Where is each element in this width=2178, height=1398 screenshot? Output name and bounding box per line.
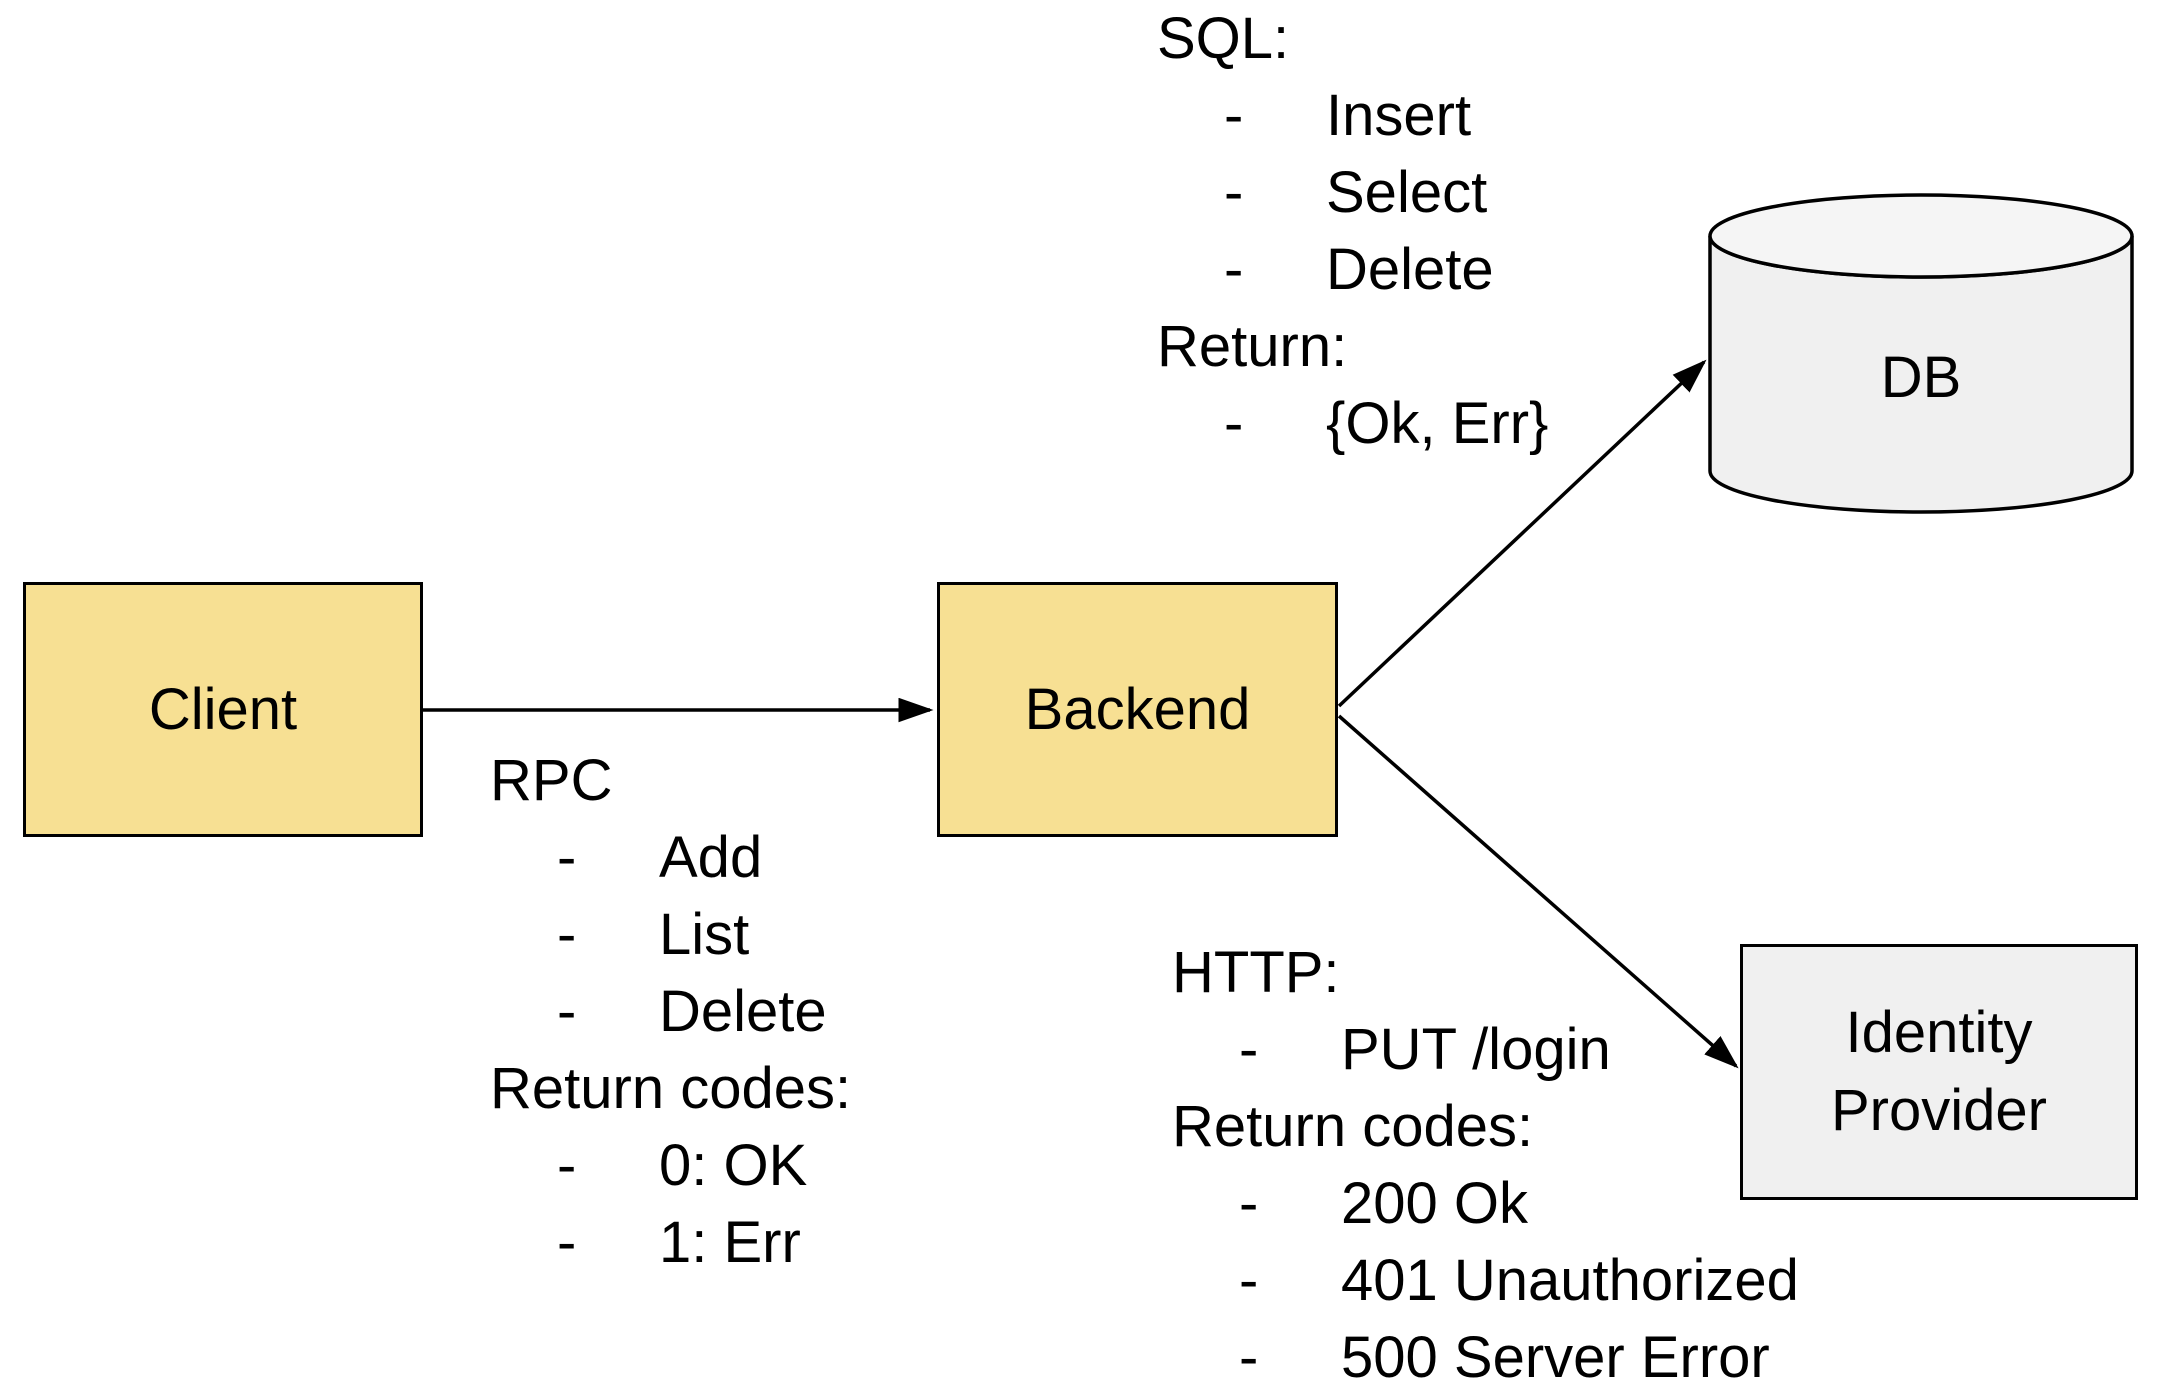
sql-item: - Select <box>1157 154 1548 231</box>
http-return-item: - 500 Server Error <box>1172 1319 1799 1396</box>
rpc-edge-annotation: RPC - Add - List - Delete Return codes: … <box>490 742 851 1281</box>
http-edge-annotation: HTTP: - PUT /login Return codes: - 200 O… <box>1172 934 1799 1396</box>
bullet-dash: - <box>557 1133 577 1198</box>
http-return-item: - 200 Ok <box>1172 1165 1799 1242</box>
rpc-return-item-text: 0: OK <box>659 1133 808 1198</box>
http-return-item-text: 500 Server Error <box>1341 1325 1770 1390</box>
sql-item-text: Select <box>1326 160 1488 225</box>
bullet-dash: - <box>1239 1171 1259 1236</box>
http-return-title: Return codes: <box>1172 1094 1534 1159</box>
identity-provider-node: Identity Provider <box>1740 944 2138 1200</box>
bullet-dash: - <box>1224 391 1244 456</box>
db-node-label-wrap: DB <box>1710 195 2132 512</box>
bullet-dash: - <box>557 979 577 1044</box>
bullet-dash: - <box>1239 1325 1259 1390</box>
rpc-item-text: Add <box>659 825 763 890</box>
rpc-item-text: Delete <box>659 979 827 1044</box>
rpc-return-item-text: 1: Err <box>659 1210 801 1275</box>
sql-return-item: - {Ok, Err} <box>1157 385 1548 462</box>
backend-node-label: Backend <box>1024 676 1251 742</box>
http-item: - PUT /login <box>1172 1011 1799 1088</box>
bullet-dash: - <box>1239 1248 1259 1313</box>
bullet-dash: - <box>557 902 577 967</box>
bullet-dash: - <box>1224 83 1244 148</box>
bullet-dash: - <box>557 1210 577 1275</box>
sql-return-item-text: {Ok, Err} <box>1326 391 1549 456</box>
http-return-item: - 401 Unauthorized <box>1172 1242 1799 1319</box>
sql-title: SQL: <box>1157 6 1290 71</box>
sql-item: - Insert <box>1157 77 1548 154</box>
rpc-return-title: Return codes: <box>490 1056 852 1121</box>
bullet-dash: - <box>1224 237 1244 302</box>
sql-edge-annotation: SQL: - Insert - Select - Delete Return: … <box>1157 0 1548 462</box>
http-item-text: PUT /login <box>1341 1017 1611 1082</box>
http-return-item-text: 200 Ok <box>1341 1171 1528 1236</box>
rpc-item: - List <box>490 896 851 973</box>
rpc-return-item: - 1: Err <box>490 1204 851 1281</box>
http-return-item-text: 401 Unauthorized <box>1341 1248 1799 1313</box>
sql-item: - Delete <box>1157 231 1548 308</box>
sql-item-text: Delete <box>1326 237 1494 302</box>
rpc-item-text: List <box>659 902 750 967</box>
rpc-return-item: - 0: OK <box>490 1127 851 1204</box>
bullet-dash: - <box>1224 160 1244 225</box>
sql-return-title: Return: <box>1157 314 1348 379</box>
client-node-label: Client <box>148 676 298 742</box>
http-title: HTTP: <box>1172 940 1340 1005</box>
client-node: Client <box>23 582 423 837</box>
db-node-label: DB <box>1880 345 1962 410</box>
rpc-item: - Delete <box>490 973 851 1050</box>
rpc-title: RPC <box>490 748 613 813</box>
backend-node: Backend <box>937 582 1338 837</box>
bullet-dash: - <box>557 825 577 890</box>
rpc-item: - Add <box>490 819 851 896</box>
identity-provider-node-label: Identity Provider <box>1831 1000 2047 1143</box>
sql-item-text: Insert <box>1326 83 1472 148</box>
bullet-dash: - <box>1239 1017 1259 1082</box>
